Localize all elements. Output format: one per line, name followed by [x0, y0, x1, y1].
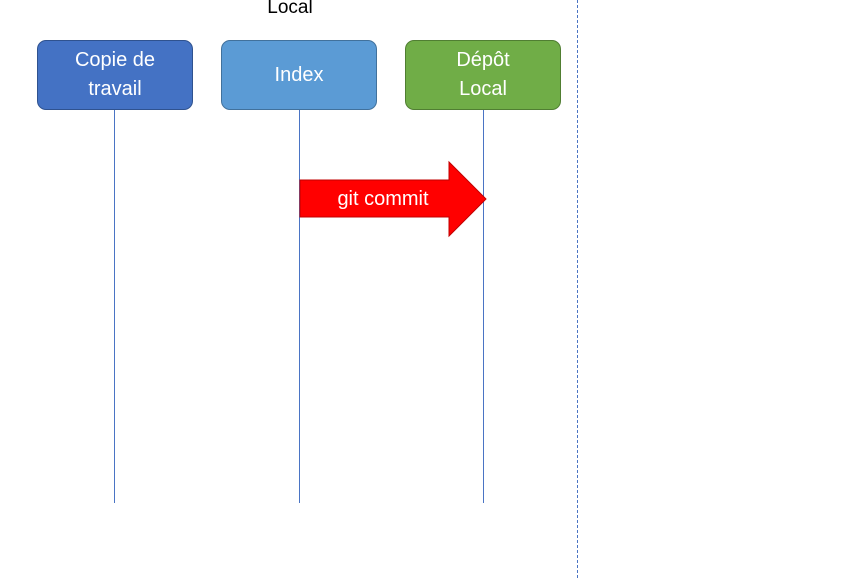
participant-index: Index: [221, 40, 377, 110]
participant-working-copy: Copie de travail: [37, 40, 193, 110]
section-title-local: Local: [267, 0, 313, 18]
participant-local-repository: Dépôt Local: [405, 40, 561, 110]
git-commit-label: git commit: [337, 188, 429, 210]
local-remote-divider: [577, 0, 578, 578]
lifeline-working-copy: [114, 110, 115, 503]
lifeline-index: [299, 110, 300, 503]
lifeline-local-repository: [483, 110, 484, 503]
